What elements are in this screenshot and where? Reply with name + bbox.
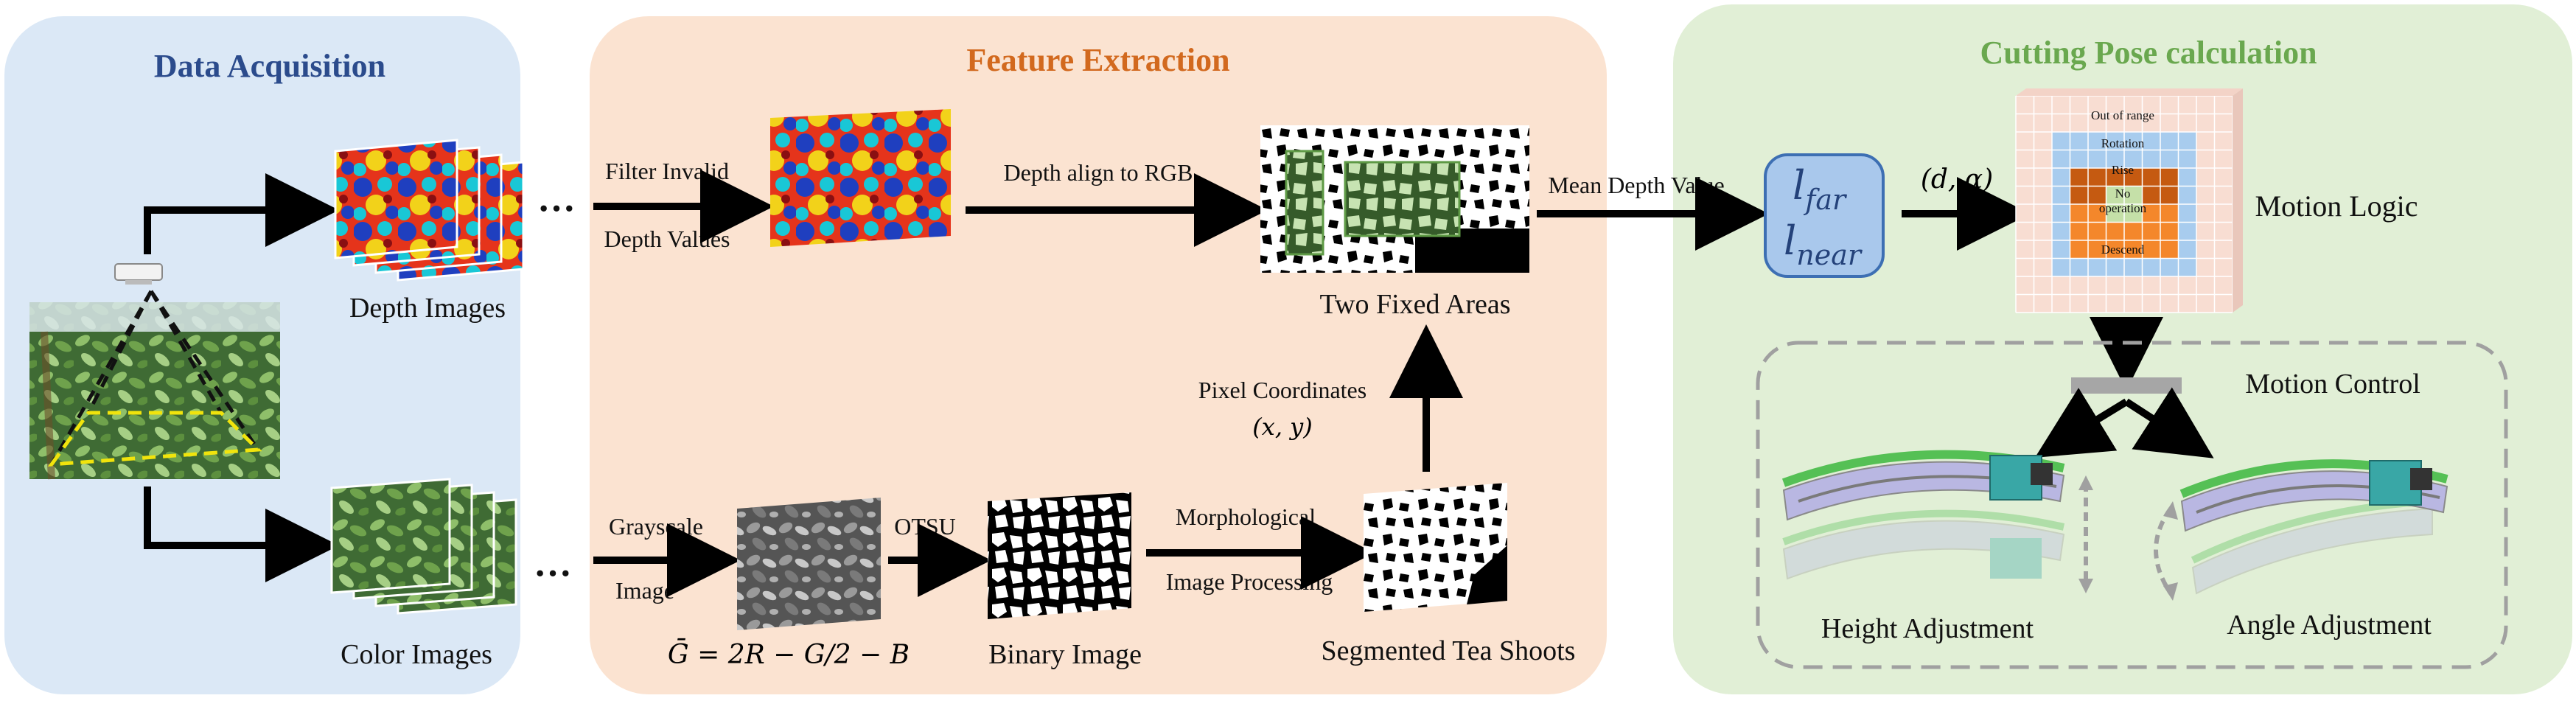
filtered-depth-image	[770, 109, 951, 247]
grid-no-op-2: operation	[2099, 201, 2147, 215]
label-segmented: Segmented Tea Shoots	[1322, 635, 1576, 666]
label-two-fixed-areas: Two Fixed Areas	[1319, 289, 1510, 320]
label-gbar-formula: Ḡ = 2R − G/2 − B	[668, 639, 910, 670]
label-pixel-xy: (x, y)	[1252, 413, 1312, 441]
label-l-near: lnear	[1784, 217, 1863, 271]
label-l-far: lfar	[1793, 162, 1848, 216]
label-morph-2: Image Processing	[1166, 568, 1333, 595]
ellipsis-depth: ···	[537, 188, 576, 230]
label-motion-logic: Motion Logic	[2255, 189, 2418, 223]
l-far-near-box	[1764, 153, 1885, 278]
label-depth-images: Depth Images	[349, 293, 506, 324]
label-filter-2: Depth Values	[604, 226, 730, 252]
grid-rotation: Rotation	[2101, 136, 2145, 150]
segmented-tea-shoots-image	[1364, 483, 1507, 612]
arrow-to-color	[144, 486, 339, 582]
panel-title-cutting: Cutting Pose calculation	[1980, 35, 2317, 71]
label-grayscale-1: Grayscale	[609, 513, 703, 540]
label-color-images: Color Images	[341, 639, 492, 670]
depth-image-stack	[334, 139, 525, 282]
binary-image	[988, 492, 1131, 619]
label-depth-align: Depth align to RGB	[1004, 159, 1193, 186]
grid-descend: Descend	[2101, 243, 2145, 257]
label-height-adjust: Height Adjustment	[1821, 613, 2034, 644]
label-angle-adjust: Angle Adjustment	[2227, 610, 2432, 641]
height-adjust-machine	[1781, 450, 2093, 593]
arrow-to-height	[2034, 388, 2129, 458]
depth-camera-icon	[114, 263, 163, 285]
grid-out-of-range: Out of range	[2091, 108, 2154, 122]
label-pixel-coords: Pixel Coordinates	[1198, 377, 1366, 403]
label-grayscale-2: Image	[615, 577, 674, 604]
ellipsis-color: ···	[534, 553, 572, 595]
label-filter-1: Filter Invalid	[605, 158, 729, 184]
label-otsu: OTSU	[894, 513, 956, 540]
label-motion-control: Motion Control	[2245, 369, 2420, 400]
angle-adjust-machine	[2154, 459, 2448, 601]
arrow-to-depth	[144, 173, 339, 254]
grid-no-op-1: No	[2115, 186, 2131, 200]
two-fixed-areas-image	[1260, 125, 1529, 273]
label-binary-image: Binary Image	[988, 639, 1142, 670]
tea-field-photo	[29, 290, 280, 480]
panel-title-feature: Feature Extraction	[966, 42, 1229, 78]
grayscale-image	[737, 498, 881, 630]
label-d-alpha: (d, α)	[1921, 164, 1993, 195]
color-image-stack	[330, 478, 517, 615]
arrow-to-angle	[2124, 387, 2214, 458]
panel-title-acquisition: Data Acquisition	[154, 48, 385, 84]
grid-rise: Rise	[2112, 163, 2134, 177]
label-morph-1: Morphological	[1176, 503, 1316, 530]
label-mean-depth: Mean Depth Value	[1548, 172, 1724, 198]
split-bar	[2071, 377, 2182, 394]
motion-logic-grid	[2015, 88, 2243, 313]
motion-control-box	[1756, 341, 2508, 669]
